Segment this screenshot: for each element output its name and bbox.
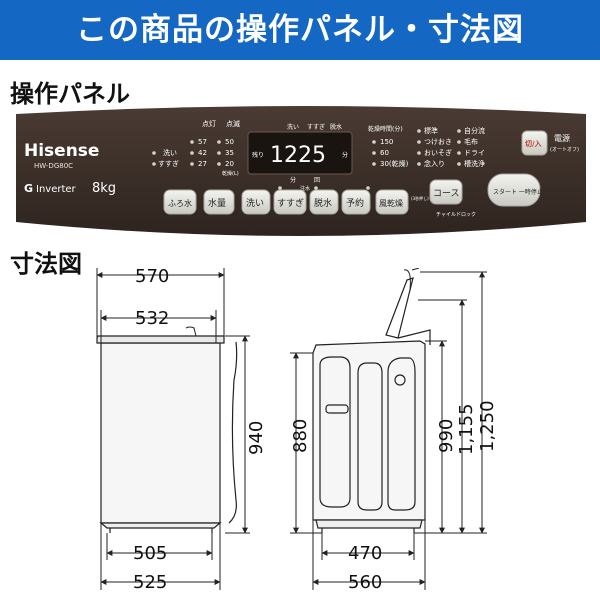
dimension-diagram: 570 532 505 525 940 470 560 88 xyxy=(96,268,498,593)
course-item-7: ドライ xyxy=(464,149,485,157)
course-item-3: おいそぎ xyxy=(424,148,452,157)
front-base-inner: 505 xyxy=(133,543,167,564)
power-button-label: 切/入 xyxy=(525,139,542,148)
side-height-lid: 1,155 xyxy=(456,403,477,455)
header-banner: この商品の操作パネル・寸法図 xyxy=(0,0,600,60)
dry-time-header: 乾燥時間(分) xyxy=(368,125,403,133)
rinse-button[interactable] xyxy=(273,189,307,215)
side-height-body: 880 xyxy=(290,419,311,453)
power-button[interactable] xyxy=(521,130,548,156)
inverter-label: Inverter xyxy=(36,184,77,195)
page-title: この商品の操作パネル・寸法図 xyxy=(76,12,524,48)
power-caption: 電源 xyxy=(554,134,570,143)
bath-water-label: ふろ水 xyxy=(168,198,192,208)
spin-label: 脱水 xyxy=(314,197,332,209)
side-base-outer: 560 xyxy=(348,572,382,593)
display-right-label: 分 xyxy=(342,151,348,159)
dry-item-60: 60 xyxy=(380,149,389,157)
course-button[interactable] xyxy=(429,179,463,205)
capacity-label: 8kg xyxy=(92,181,116,196)
bath-water-button[interactable] xyxy=(163,189,197,215)
model-number: HW-DG80C xyxy=(34,162,73,170)
control-panel: Hisense HW-DG80C G Inverter 8kg 点灯 点滅 洗い… xyxy=(16,106,586,236)
start-pause-button[interactable] xyxy=(487,173,541,207)
level-header-blink: 点滅 xyxy=(226,119,240,128)
course-item-5: 自分流 xyxy=(464,126,485,135)
power-sub-caption: (オートオフ) xyxy=(550,147,579,153)
level-left-3: 27 xyxy=(198,160,207,168)
course-item-1: 標準 xyxy=(424,126,438,135)
level-right-2: 35 xyxy=(225,149,234,157)
side-height-open: 1,250 xyxy=(477,400,498,452)
front-base-outer: 525 xyxy=(133,572,167,593)
course-item-2: つけおき xyxy=(424,138,452,146)
display-top-rinse: すすぎ xyxy=(307,123,325,131)
dry-item-150: 150 xyxy=(380,138,393,146)
dimension-section-title: 寸法図 xyxy=(10,250,82,278)
timer-label: 予約 xyxy=(346,197,364,209)
side-base-inner: 470 xyxy=(348,543,382,564)
front-width-body: 532 xyxy=(135,308,169,329)
front-height: 940 xyxy=(246,421,267,455)
display-bottom-times: 回 xyxy=(314,177,320,184)
start-pause-label: スタート 一時停止 xyxy=(493,188,543,196)
side-height-top: 990 xyxy=(436,419,457,453)
brand-logo: Hisense xyxy=(24,141,99,161)
inverter-icon: G xyxy=(24,182,33,195)
function-buttons: ふろ水 水量 洗い すすぎ 脱水 予約 風乾燥 コース xyxy=(163,179,463,215)
course-label: コース xyxy=(433,189,460,199)
level-side-rinse: すすぎ xyxy=(158,159,179,168)
wash-label: 洗い xyxy=(246,197,264,209)
lcd-display xyxy=(247,131,353,175)
level-right-3: 20 xyxy=(225,160,234,168)
dry-item-30: 30(乾燥) xyxy=(380,159,409,168)
front-width-top: 570 xyxy=(135,268,169,287)
wash-button[interactable] xyxy=(241,189,271,215)
water-level-label: 水量 xyxy=(208,197,226,209)
level-bottom-label: 乾燥(L) xyxy=(222,170,239,177)
rinse-label: すすぎ xyxy=(277,197,304,209)
side-dim-lines xyxy=(290,271,487,590)
front-dim-lines xyxy=(96,268,250,590)
spin-button[interactable] xyxy=(309,189,339,215)
air-dry-button[interactable] xyxy=(375,189,409,215)
level-right-1: 50 xyxy=(225,138,234,146)
water-level-button[interactable] xyxy=(203,189,235,215)
side-view xyxy=(312,268,431,533)
course-item-6: 毛布 xyxy=(464,137,478,146)
course-item-8: 槽洗浄 xyxy=(464,159,485,168)
display-time: 1225 xyxy=(270,143,326,168)
display-bottom-minutes: 分 xyxy=(290,176,296,184)
display-top-spin: 脱水 xyxy=(330,123,342,131)
front-view xyxy=(96,326,238,533)
water-inlet-label: 注水 xyxy=(300,185,310,192)
display-top-wash: 洗い xyxy=(287,123,299,131)
air-dry-label: 風乾燥 xyxy=(379,198,403,208)
display-left-label: 残り xyxy=(252,151,264,159)
child-lock-label: チャイルドロック xyxy=(436,212,476,218)
child-lock-hint: (3秒押し) xyxy=(411,195,429,201)
level-left-2: 42 xyxy=(198,149,207,157)
level-side-wash: 洗い xyxy=(163,148,177,157)
level-header-on: 点灯 xyxy=(202,119,216,128)
level-left-1: 57 xyxy=(198,138,207,146)
panel-section-title: 操作パネル xyxy=(10,80,130,108)
timer-button[interactable] xyxy=(341,189,371,215)
course-item-4: 念入り xyxy=(424,159,445,168)
